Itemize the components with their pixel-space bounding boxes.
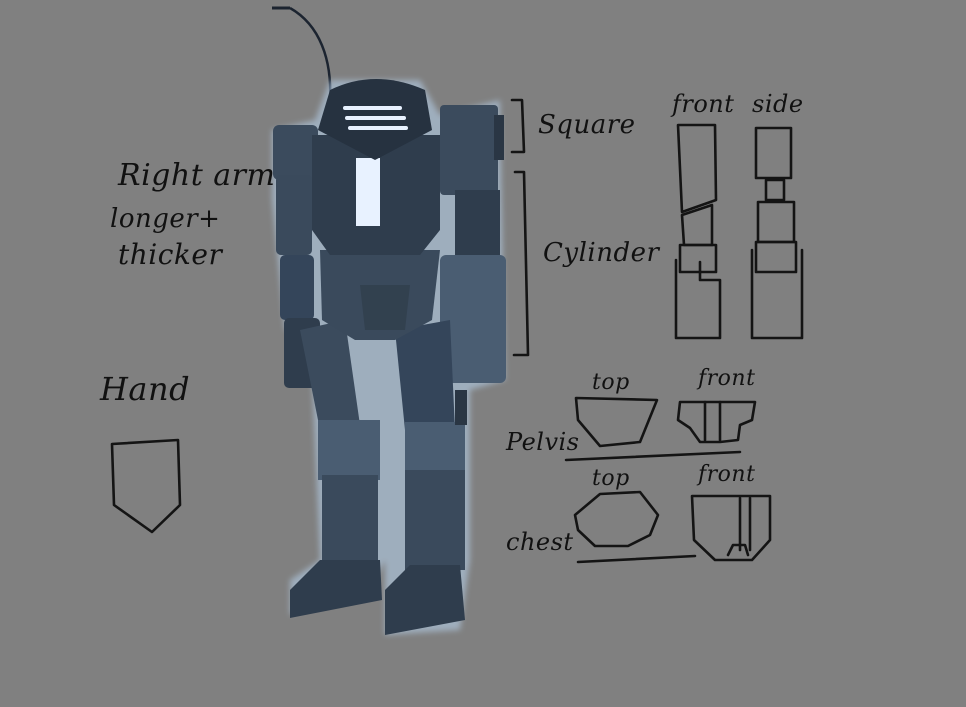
chest-top-sketch (575, 492, 658, 546)
cylinder-bracket (514, 172, 528, 355)
pelvis-front-sketch (678, 402, 755, 442)
note-chest-front: front (698, 462, 755, 487)
arm-front-sketch (676, 125, 720, 338)
note-side-arm: side (752, 90, 804, 118)
chest-front-sketch (692, 496, 770, 560)
note-pelvis: Pelvis (506, 428, 580, 456)
pelvis-underline (566, 452, 740, 460)
note-hand: Hand (100, 370, 190, 408)
note-pelvis-front: front (698, 366, 755, 391)
note-pelvis-top: top (592, 370, 630, 395)
hand-sketch (112, 440, 180, 532)
pelvis-top-sketch (576, 398, 657, 446)
chest-underline (578, 556, 695, 562)
note-front-arm: front (672, 90, 734, 118)
arm-side-sketch (752, 128, 802, 338)
note-square: Square (538, 110, 636, 140)
note-arm-line2: longer+ (110, 204, 220, 234)
note-cylinder: Cylinder (543, 238, 659, 268)
note-arm-line3: thicker (118, 238, 222, 271)
note-chest-top: top (592, 466, 630, 491)
note-chest: chest (506, 528, 574, 556)
square-bracket (512, 100, 524, 152)
note-arm-line1: Right arm (118, 158, 275, 193)
